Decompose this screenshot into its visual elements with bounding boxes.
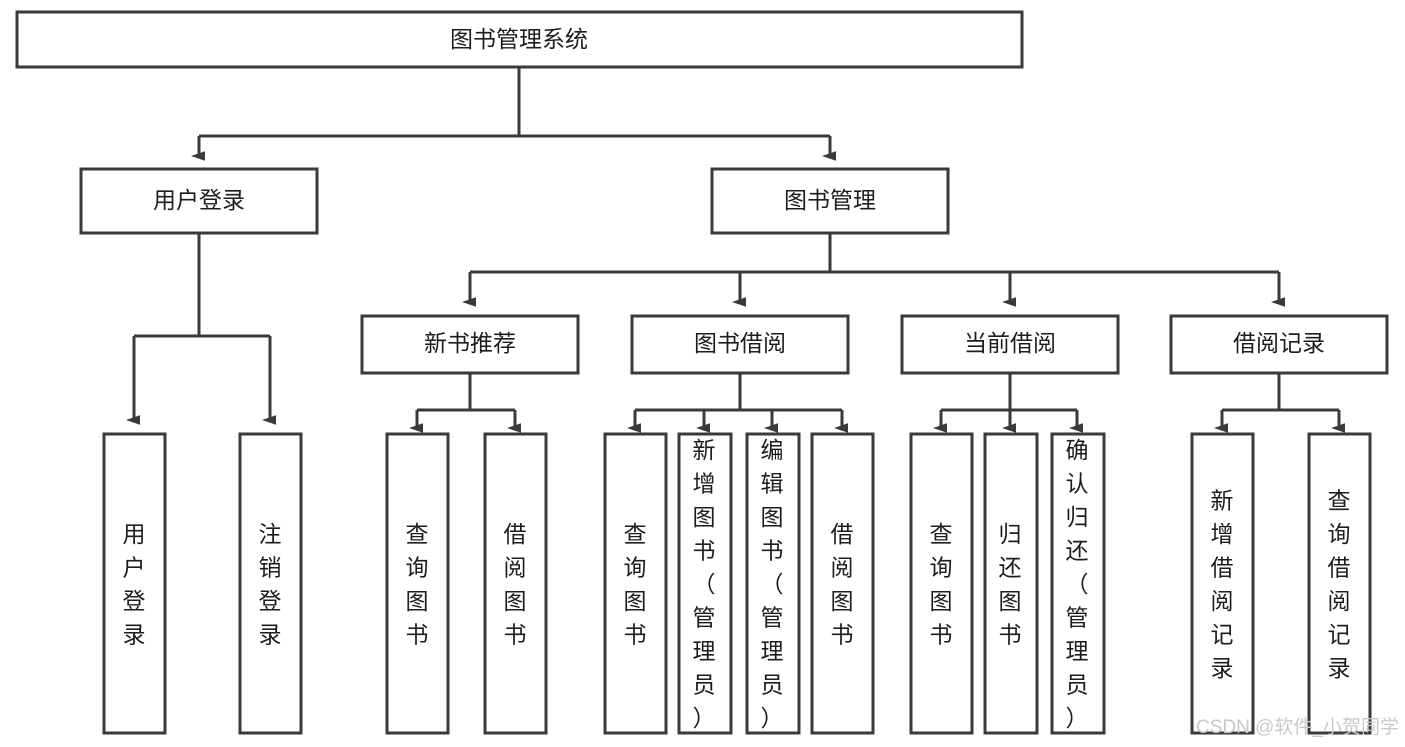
node-current-borrow[interactable]: 当前借阅 <box>900 314 1120 375</box>
leaf-label: 查询借阅记录 <box>1328 487 1351 681</box>
leaf-box[interactable] <box>1190 432 1255 735</box>
node-root-label: 图书管理系统 <box>450 26 588 52</box>
node-borrow-record-box[interactable] <box>1169 314 1389 375</box>
csdn-watermark: CSDN @软件_小贺同学 <box>1196 716 1399 738</box>
leaf-box[interactable] <box>385 432 450 735</box>
node-user-login-label: 用户登录 <box>153 187 245 213</box>
leaf-box[interactable] <box>983 432 1039 735</box>
leaf-book-borrow-query[interactable]: 查询图书 <box>603 432 668 735</box>
node-user-login[interactable]: 用户登录 <box>79 167 319 235</box>
node-book-manage[interactable]: 图书管理 <box>710 167 950 235</box>
node-current-borrow-box[interactable] <box>900 314 1120 375</box>
leaf-label: 新增借阅记录 <box>1211 487 1234 681</box>
node-borrow-record[interactable]: 借阅记录 <box>1169 314 1389 375</box>
leaf-new-book-borrow[interactable]: 借阅图书 <box>483 432 548 735</box>
leaf-borrow-record-add[interactable]: 新增借阅记录 <box>1190 432 1255 735</box>
leaf-label: 新增图书（管理员） <box>693 437 716 731</box>
leaf-current-borrow-return[interactable]: 归还图书 <box>983 432 1039 735</box>
leaf-box[interactable] <box>102 432 167 735</box>
leaf-label: 借阅图书 <box>504 521 527 648</box>
node-current-borrow-label: 当前借阅 <box>964 330 1056 356</box>
leaf-label: 归还图书 <box>999 521 1022 648</box>
node-root-box[interactable] <box>15 10 1024 69</box>
node-user-login-box[interactable] <box>79 167 319 235</box>
node-book-borrow-label: 图书借阅 <box>694 330 786 356</box>
node-borrow-record-label: 借阅记录 <box>1233 330 1325 356</box>
leaf-label: 用户登录 <box>123 521 146 648</box>
leaf-label: 查询图书 <box>406 521 429 648</box>
leaf-current-borrow-confirm[interactable]: 确认归还（管理员） <box>1050 432 1106 735</box>
node-new-book-recommend-label: 新书推荐 <box>424 330 516 356</box>
node-book-borrow-box[interactable] <box>630 314 850 375</box>
leaf-label: 确认归还（管理员） <box>1066 437 1089 731</box>
leaf-label: 查询图书 <box>624 521 647 648</box>
leaf-box[interactable] <box>483 432 548 735</box>
leaf-label: 查询图书 <box>930 521 953 648</box>
leaf-box[interactable] <box>238 432 303 735</box>
leaf-box[interactable] <box>810 432 875 735</box>
leaf-label: 编辑图书（管理员） <box>761 437 784 731</box>
leaf-book-borrow-add[interactable]: 新增图书（管理员） <box>677 432 733 735</box>
node-book-borrow[interactable]: 图书借阅 <box>630 314 850 375</box>
connector-layer <box>126 67 1345 433</box>
leaf-label: 借阅图书 <box>831 521 854 648</box>
node-book-manage-box[interactable] <box>710 167 950 235</box>
node-book-manage-label: 图书管理 <box>784 187 876 213</box>
leaf-box[interactable] <box>909 432 974 735</box>
leaf-book-borrow-edit[interactable]: 编辑图书（管理员） <box>745 432 801 735</box>
node-new-book-recommend-box[interactable] <box>360 314 580 375</box>
leaf-label: 注销登录 <box>259 521 282 648</box>
leaf-box[interactable] <box>1050 432 1106 735</box>
leaf-user-login-logout[interactable]: 注销登录 <box>238 432 303 735</box>
leaf-current-borrow-query[interactable]: 查询图书 <box>909 432 974 735</box>
leaf-new-book-query[interactable]: 查询图书 <box>385 432 450 735</box>
node-root-system[interactable]: 图书管理系统 <box>15 10 1024 69</box>
leaf-box[interactable] <box>603 432 668 735</box>
node-new-book-recommend[interactable]: 新书推荐 <box>360 314 580 375</box>
leaf-user-login-login[interactable]: 用户登录 <box>102 432 167 735</box>
leaf-borrow-record-query[interactable]: 查询借阅记录 <box>1307 432 1372 735</box>
leaf-box[interactable] <box>1307 432 1372 735</box>
leaf-box[interactable] <box>745 432 801 735</box>
leaf-book-borrow-borrow[interactable]: 借阅图书 <box>810 432 875 735</box>
leaf-box[interactable] <box>677 432 733 735</box>
